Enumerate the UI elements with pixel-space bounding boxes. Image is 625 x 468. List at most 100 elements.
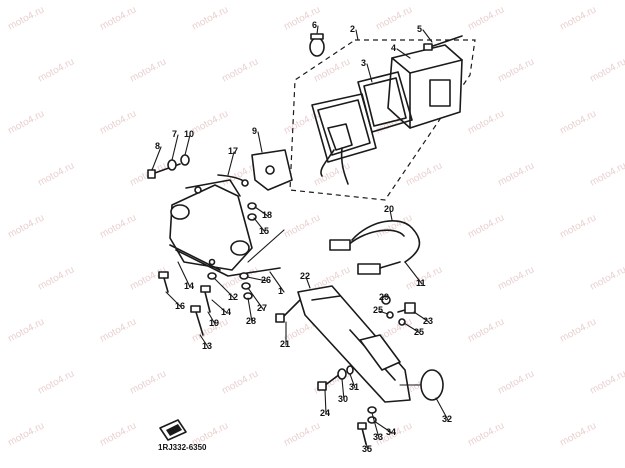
bolt-19 (204, 291, 211, 313)
watermark-text: moto4.ru (466, 212, 506, 240)
watermark-text: moto4.ru (128, 56, 168, 84)
leader-line (211, 299, 228, 314)
part-label: 9 (252, 126, 257, 136)
watermark-text: moto4.ru (588, 160, 625, 188)
watermark-text: moto4.ru (36, 56, 76, 84)
part-label: 35 (362, 444, 372, 454)
nut-25b (398, 318, 406, 326)
part-label: 3 (361, 58, 366, 68)
part-label: 6 (312, 20, 317, 30)
watermark-text: moto4.ru (6, 420, 46, 448)
part-label: 13 (202, 341, 212, 351)
watermark-text: moto4.ru (374, 4, 414, 32)
part-label: 7 (172, 129, 177, 139)
part-label: 4 (391, 43, 396, 53)
part-label: 28 (246, 316, 256, 326)
watermark-layer: moto4.ru moto4.ru moto4.ru moto4.ru moto4.ru… (6, 4, 625, 448)
watermark-text: moto4.ru (6, 212, 46, 240)
watermark-text: moto4.ru (496, 264, 536, 292)
watermark-text: moto4.ru (282, 420, 322, 448)
bulb-base (310, 33, 324, 40)
watermark-text: moto4.ru (312, 56, 352, 84)
bolt-13 (195, 311, 204, 336)
part-label: 27 (257, 303, 267, 313)
spacer-30 (337, 368, 347, 380)
lamp-wire (340, 147, 349, 185)
watermark-text: moto4.ru (588, 368, 625, 396)
leader-line (269, 271, 285, 293)
watermark-text: moto4.ru (36, 368, 76, 396)
plate-bracket-edge (311, 295, 341, 301)
watermark-text: moto4.ru (98, 4, 138, 32)
watermark-text: moto4.ru (98, 316, 138, 344)
part-label: 14 (184, 281, 194, 291)
leader-line (165, 291, 182, 308)
leader-line (305, 276, 311, 289)
leader-line (355, 29, 359, 41)
watermark-text: moto4.ru (588, 56, 625, 84)
bolt-16-head (158, 271, 169, 279)
part-label: 14 (221, 307, 231, 317)
watermark-text: moto4.ru (558, 316, 598, 344)
leader-line (247, 297, 253, 323)
watermark-text: moto4.ru (466, 108, 506, 136)
part-label: 8 (155, 141, 160, 151)
part-label: 11 (416, 278, 426, 288)
part-label: 22 (300, 271, 310, 281)
watermark-text: moto4.ru (98, 108, 138, 136)
leader-line (207, 311, 216, 325)
watermark-text: moto4.ru (128, 368, 168, 396)
socket (327, 123, 353, 151)
leader-line (378, 310, 389, 315)
leader-line (171, 134, 179, 161)
part-labels: 1234567891011121314141516171819202122232… (155, 20, 452, 454)
bracket-hole (194, 186, 202, 194)
watermark-text: moto4.ru (6, 316, 46, 344)
leader-line (396, 48, 411, 59)
watermark-text: moto4.ru (312, 160, 352, 188)
connector (329, 239, 351, 251)
watermark-text: moto4.ru (282, 212, 322, 240)
housing-window (429, 79, 451, 107)
part-label: 25 (414, 327, 424, 337)
part-label: 33 (373, 432, 383, 442)
harness-wire (379, 261, 401, 269)
watermark-text: moto4.ru (496, 160, 536, 188)
bracket-assembly (147, 149, 293, 336)
bracket-hole (208, 258, 216, 266)
lamp-wire (320, 149, 335, 177)
leader-line (246, 276, 268, 282)
part-label: 30 (338, 394, 348, 404)
part-label: 25 (373, 305, 383, 315)
bolt-19-head (200, 285, 211, 293)
leader-line (435, 397, 449, 421)
washer-33 (367, 406, 377, 414)
leader-line (253, 217, 266, 233)
plate-bracket (297, 285, 411, 403)
bulb (309, 37, 325, 57)
leader-line (254, 206, 269, 217)
watermark-text: moto4.ru (466, 420, 506, 448)
leader-line (371, 412, 380, 439)
part-label: 21 (280, 339, 290, 349)
watermark-text: moto4.ru (190, 4, 230, 32)
watermark-text: moto4.ru (496, 368, 536, 396)
front-arrow-icon (159, 419, 187, 441)
washer-10 (180, 154, 190, 166)
watermark-text: moto4.ru (36, 264, 76, 292)
leader-line (366, 63, 373, 83)
watermark-text: moto4.ru (466, 316, 506, 344)
watermark-text: moto4.ru (6, 108, 46, 136)
watermark-text: moto4.ru (220, 56, 260, 84)
reflector-mount (359, 334, 401, 371)
leader-line (413, 311, 430, 323)
spacer-31 (346, 365, 354, 375)
part-label: 32 (442, 414, 452, 424)
watermark-text: moto4.ru (98, 420, 138, 448)
harness-wire (351, 220, 421, 263)
leader-line (316, 25, 319, 35)
part-label: 10 (184, 129, 194, 139)
leader-line (184, 134, 191, 156)
